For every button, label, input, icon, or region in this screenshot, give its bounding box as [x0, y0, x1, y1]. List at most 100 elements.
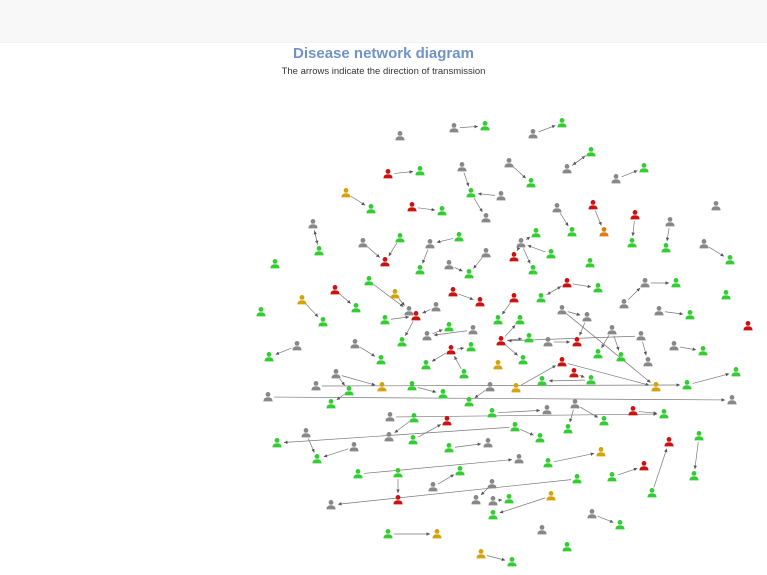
person-icon[interactable] [721, 290, 731, 300]
person-icon[interactable] [509, 293, 519, 303]
person-icon[interactable] [504, 158, 514, 168]
person-icon[interactable] [395, 131, 405, 141]
person-icon[interactable] [546, 491, 556, 501]
person-icon[interactable] [647, 488, 657, 498]
person-icon[interactable] [542, 405, 552, 415]
person-icon[interactable] [596, 447, 606, 457]
person-icon[interactable] [511, 383, 521, 393]
person-icon[interactable] [582, 312, 592, 322]
person-icon[interactable] [397, 337, 407, 347]
person-icon[interactable] [628, 406, 638, 416]
person-icon[interactable] [694, 431, 704, 441]
person-icon[interactable] [471, 495, 481, 505]
person-icon[interactable] [384, 432, 394, 442]
person-icon[interactable] [504, 494, 514, 504]
person-icon[interactable] [570, 399, 580, 409]
person-icon[interactable] [514, 454, 524, 464]
person-icon[interactable] [431, 302, 441, 312]
person-icon[interactable] [535, 433, 545, 443]
person-icon[interactable] [446, 345, 456, 355]
person-icon[interactable] [654, 306, 664, 316]
person-icon[interactable] [408, 435, 418, 445]
person-icon[interactable] [496, 336, 506, 346]
person-icon[interactable] [464, 269, 474, 279]
person-icon[interactable] [487, 408, 497, 418]
person-icon[interactable] [488, 496, 498, 506]
person-icon[interactable] [607, 472, 617, 482]
person-icon[interactable] [411, 311, 421, 321]
person-icon[interactable] [515, 315, 525, 325]
person-icon[interactable] [353, 469, 363, 479]
person-icon[interactable] [488, 510, 498, 520]
person-icon[interactable] [444, 443, 454, 453]
person-icon[interactable] [543, 337, 553, 347]
person-icon[interactable] [557, 357, 567, 367]
person-icon[interactable] [493, 315, 503, 325]
person-icon[interactable] [563, 424, 573, 434]
person-icon[interactable] [358, 238, 368, 248]
person-icon[interactable] [487, 479, 497, 489]
person-icon[interactable] [475, 297, 485, 307]
person-icon[interactable] [432, 529, 442, 539]
person-icon[interactable] [481, 248, 491, 258]
person-icon[interactable] [311, 381, 321, 391]
person-icon[interactable] [643, 357, 653, 367]
person-icon[interactable] [438, 389, 448, 399]
person-icon[interactable] [351, 303, 361, 313]
person-icon[interactable] [743, 321, 753, 331]
person-icon[interactable] [562, 164, 572, 174]
person-icon[interactable] [528, 129, 538, 139]
person-icon[interactable] [270, 259, 280, 269]
person-icon[interactable] [607, 325, 617, 335]
person-icon[interactable] [422, 331, 432, 341]
person-icon[interactable] [383, 169, 393, 179]
person-icon[interactable] [455, 466, 465, 476]
person-icon[interactable] [731, 367, 741, 377]
person-icon[interactable] [395, 233, 405, 243]
person-icon[interactable] [380, 257, 390, 267]
person-icon[interactable] [448, 287, 458, 297]
person-icon[interactable] [516, 238, 526, 248]
person-icon[interactable] [312, 454, 322, 464]
person-icon[interactable] [557, 118, 567, 128]
person-icon[interactable] [615, 520, 625, 530]
person-icon[interactable] [314, 246, 324, 256]
person-icon[interactable] [454, 232, 464, 242]
person-icon[interactable] [572, 337, 582, 347]
person-icon[interactable] [599, 416, 609, 426]
person-icon[interactable] [599, 227, 609, 237]
person-icon[interactable] [569, 368, 579, 378]
person-icon[interactable] [442, 416, 452, 426]
person-icon[interactable] [308, 219, 318, 229]
person-icon[interactable] [349, 442, 359, 452]
person-icon[interactable] [546, 249, 556, 259]
person-icon[interactable] [524, 333, 534, 343]
person-icon[interactable] [466, 342, 476, 352]
person-icon[interactable] [526, 178, 536, 188]
person-icon[interactable] [493, 360, 503, 370]
person-icon[interactable] [444, 260, 454, 270]
person-icon[interactable] [593, 283, 603, 293]
person-icon[interactable] [292, 341, 302, 351]
person-icon[interactable] [616, 352, 626, 362]
person-icon[interactable] [537, 376, 547, 386]
person-icon[interactable] [685, 310, 695, 320]
person-icon[interactable] [509, 252, 519, 262]
person-icon[interactable] [341, 188, 351, 198]
person-icon[interactable] [457, 162, 467, 172]
person-icon[interactable] [318, 317, 328, 327]
person-icon[interactable] [619, 299, 629, 309]
person-icon[interactable] [409, 413, 419, 423]
person-icon[interactable] [383, 529, 393, 539]
person-icon[interactable] [572, 474, 582, 484]
person-icon[interactable] [496, 191, 506, 201]
person-icon[interactable] [671, 278, 681, 288]
person-icon[interactable] [330, 285, 340, 295]
person-icon[interactable] [651, 382, 661, 392]
person-icon[interactable] [586, 147, 596, 157]
person-icon[interactable] [640, 278, 650, 288]
person-icon[interactable] [586, 375, 596, 385]
person-icon[interactable] [385, 412, 395, 422]
person-icon[interactable] [264, 352, 274, 362]
person-icon[interactable] [665, 217, 675, 227]
